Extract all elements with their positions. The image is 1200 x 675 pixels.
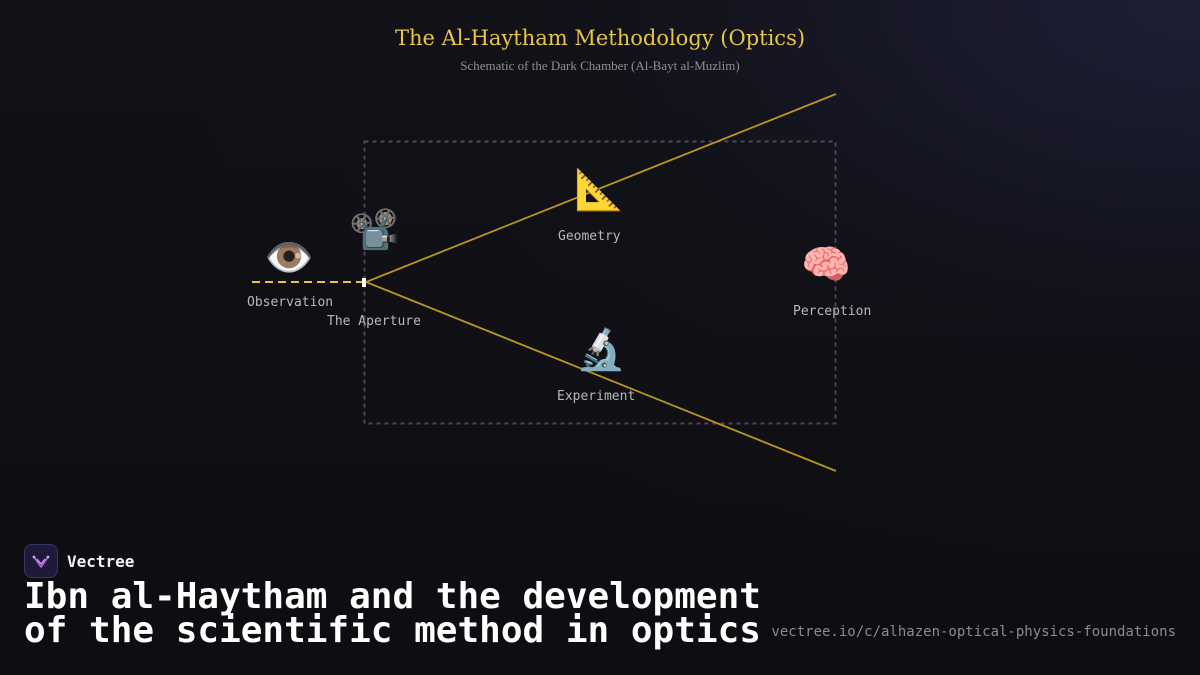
diagram-title: The Al-Haytham Methodology (Optics) [394,26,806,50]
eye-icon: 👁️ [264,235,314,281]
aperture-label: The Aperture [327,314,421,329]
dark-chamber-box [363,140,837,425]
brain-icon: 🧠 [801,242,851,288]
experiment-label: Experiment [557,389,636,404]
upper-projected-ray [365,93,837,283]
brand-name: Vectree [67,551,135,571]
brand[interactable]: Vectree [24,544,134,578]
headline: Ibn al-Haytham and the development of th… [24,576,761,651]
headline-line-1: Ibn al-Haytham and the development [24,576,761,617]
diagram-subtitle: Schematic of the Dark Chamber (Al-Bayt a… [460,58,740,73]
aperture-marker [362,278,366,287]
microscope-icon: 🔬 [576,327,626,373]
perception-label: Perception [793,304,872,319]
headline-line-2: of the scientific method in optics [24,610,761,651]
film-projector-icon: 📽️ [349,207,399,253]
vectree-logo-icon [24,544,58,578]
geometry-label: Geometry [558,229,621,244]
triangular-ruler-icon: 📐 [574,167,624,213]
lower-projected-ray [365,281,837,472]
source-url[interactable]: vectree.io/c/alhazen-optical-physics-fou… [771,624,1176,640]
observation-label: Observation [247,295,334,310]
